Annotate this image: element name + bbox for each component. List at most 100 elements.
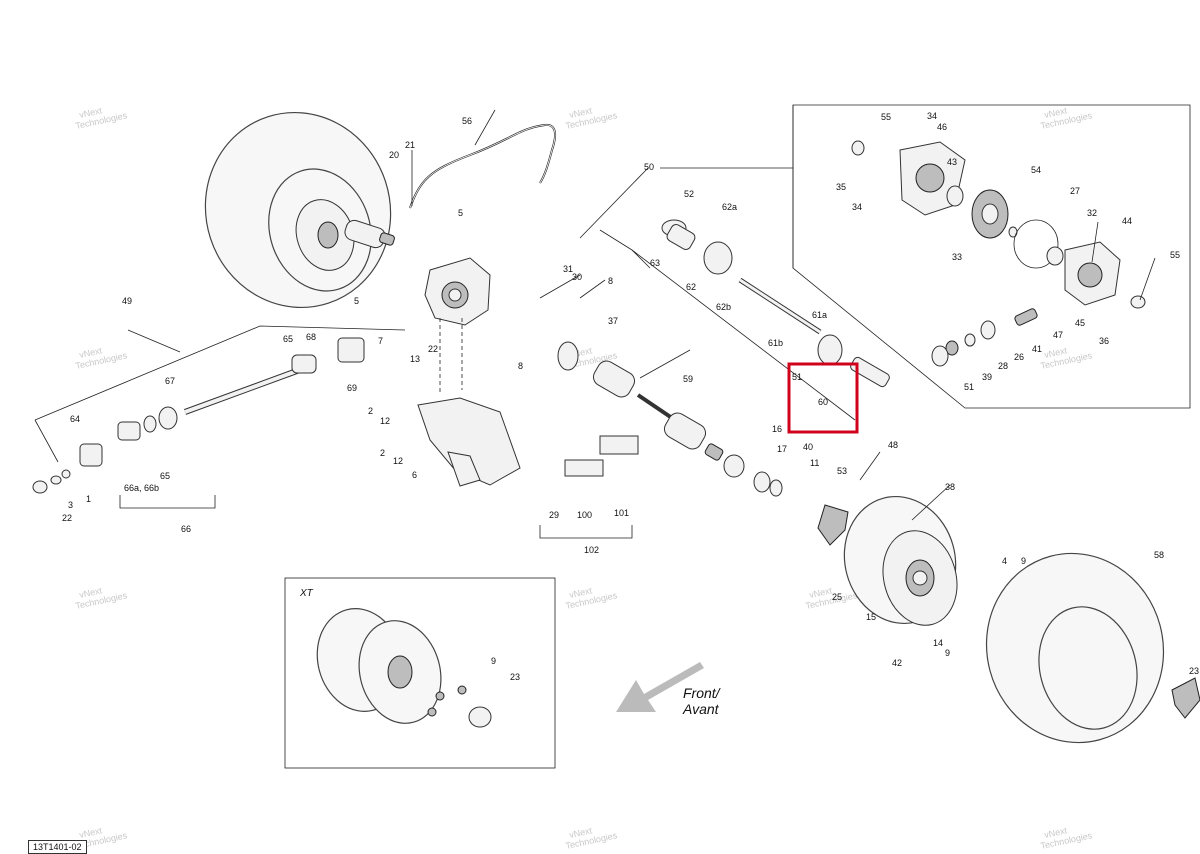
watermark: vNext <box>568 825 593 840</box>
callout-33: 33 <box>952 252 962 262</box>
drawing-id: 13T1401-02 <box>28 840 87 854</box>
callout-45: 45 <box>1075 318 1085 328</box>
highlight-box-60 <box>787 362 859 434</box>
callout-59: 59 <box>683 374 693 384</box>
watermark: vNext <box>78 825 103 840</box>
decal-warning <box>599 435 639 455</box>
callout-17: 17 <box>777 444 787 454</box>
callout-66a-66b: 66a, 66b <box>124 483 159 493</box>
callout-56: 56 <box>462 116 472 126</box>
callout-51: 51 <box>792 372 802 382</box>
watermark: vNext <box>1043 345 1068 360</box>
leader-lines <box>34 105 1156 539</box>
callout-62a: 62a <box>722 202 737 212</box>
callout-34: 34 <box>927 111 937 121</box>
callout-66: 66 <box>181 524 191 534</box>
callout-49: 49 <box>122 296 132 306</box>
callout-38: 38 <box>945 482 955 492</box>
watermark: vNext <box>1043 105 1068 120</box>
brake-line <box>409 123 557 209</box>
callout-13: 13 <box>410 354 420 364</box>
watermark: vNext <box>78 585 103 600</box>
rear-right-tire <box>985 552 1165 744</box>
hub-parts <box>723 454 849 546</box>
right-axle <box>592 360 724 461</box>
callout-2: 2 <box>380 448 385 458</box>
xt-inset-label: XT <box>299 588 314 599</box>
callout-63: 63 <box>650 258 660 268</box>
callout-21: 21 <box>405 140 415 150</box>
callout-62: 62 <box>686 282 696 292</box>
callout-8: 8 <box>518 361 523 371</box>
rear-right-wheel <box>843 495 958 626</box>
callout-61b: 61b <box>768 338 783 348</box>
skid-plate <box>417 397 521 486</box>
callout-22: 22 <box>428 344 438 354</box>
callout-65: 65 <box>283 334 293 344</box>
callout-35: 35 <box>836 182 846 192</box>
callout-52: 52 <box>684 189 694 199</box>
callout-4: 4 <box>1002 556 1007 566</box>
callout-8: 8 <box>608 276 613 286</box>
hub-cap-part <box>1171 677 1200 719</box>
callout-50: 50 <box>644 162 654 172</box>
watermark: vNext <box>568 585 593 600</box>
callout-53: 53 <box>837 466 847 476</box>
callout-11: 11 <box>810 458 819 468</box>
callout-54: 54 <box>1031 165 1041 175</box>
direction-label-front: Front/ <box>683 685 722 701</box>
watermark: vNext <box>1043 825 1068 840</box>
callout-5: 5 <box>354 296 359 306</box>
callout-61a: 61a <box>812 310 827 320</box>
decal-label <box>564 459 604 477</box>
front-direction-arrow <box>616 662 704 712</box>
callout-67: 67 <box>165 376 175 386</box>
direction-label-avant: Avant <box>682 701 720 717</box>
callout-68: 68 <box>306 332 316 342</box>
left-axle-boot <box>344 219 395 249</box>
callout-55: 55 <box>881 112 891 122</box>
watermark: vNext <box>808 585 833 600</box>
callout-51: 51 <box>964 382 974 392</box>
callout-22: 22 <box>62 513 72 523</box>
callout-2: 2 <box>368 406 373 416</box>
callout-43: 43 <box>947 157 957 167</box>
callout-14: 14 <box>933 638 943 648</box>
callout-20: 20 <box>389 150 399 160</box>
differential-detail-parts <box>851 140 1146 367</box>
callout-39: 39 <box>982 372 992 382</box>
drive-shaft <box>32 337 365 494</box>
callout-101: 101 <box>614 508 629 518</box>
callout-27: 27 <box>1070 186 1080 196</box>
callout-34: 34 <box>852 202 862 212</box>
callout-36: 36 <box>1099 336 1109 346</box>
callout-25: 25 <box>832 592 842 602</box>
callout-41: 41 <box>1032 344 1042 354</box>
callout-5: 5 <box>458 208 463 218</box>
callout-32: 32 <box>1087 208 1097 218</box>
differential-housing <box>424 257 491 326</box>
callout-1: 1 <box>86 494 91 504</box>
washer <box>557 341 579 371</box>
inner-boot-set <box>661 219 890 388</box>
callout-16: 16 <box>772 424 782 434</box>
callout-64: 64 <box>70 414 80 424</box>
callout-30: 30 <box>572 272 582 282</box>
xt-wheel <box>316 608 492 728</box>
callout-29: 29 <box>549 510 559 520</box>
callout-65: 65 <box>160 471 170 481</box>
callout-55: 55 <box>1170 250 1180 260</box>
callout-58: 58 <box>1154 550 1164 560</box>
callout-23: 23 <box>510 672 520 682</box>
callout-37: 37 <box>608 316 618 326</box>
callout-40: 40 <box>803 442 813 452</box>
callout-69: 69 <box>347 383 357 393</box>
callout-9: 9 <box>945 648 950 658</box>
callout-31: 31 <box>563 264 573 274</box>
callout-9: 9 <box>491 656 496 666</box>
callout-3: 3 <box>68 500 73 510</box>
watermark: vNext <box>568 105 593 120</box>
callout-12: 12 <box>393 456 403 466</box>
xt-inset-frame <box>284 577 556 769</box>
